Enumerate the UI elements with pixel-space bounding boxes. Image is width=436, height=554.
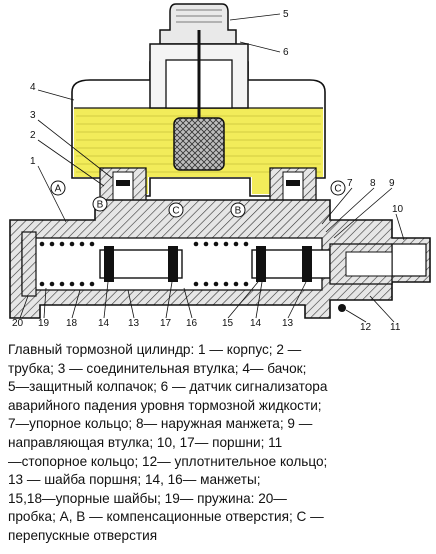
- piston-10: [251, 243, 393, 285]
- callout-18: 18: [66, 318, 78, 329]
- caption-line: 13 — шайба поршня; 14, 16— манжеты;: [8, 472, 261, 488]
- caption-line: 7—упорное кольцо; 8— наружная манжета; 9…: [8, 416, 313, 432]
- callout-5: 5: [283, 9, 289, 20]
- callout-14: 14: [98, 318, 110, 329]
- svg-text:B: B: [97, 200, 104, 211]
- callout-labels: 1 2 3 4 5 6 7 8 9 10 11 12 13 14 15 16 1…: [12, 9, 404, 333]
- caption-line: 5—защитный колпачок; 6 — датчик сигнализ…: [8, 379, 328, 395]
- svg-text:C: C: [334, 184, 341, 195]
- callout-13: 13: [128, 318, 140, 329]
- hole-c-mid: C: [172, 206, 179, 217]
- caption: Главный тормозной цилиндр: 1 — корпус; 2…: [8, 341, 432, 546]
- callout-19: 19: [38, 318, 50, 329]
- piston-17: [99, 246, 183, 282]
- callout-17: 17: [160, 318, 172, 329]
- callout-16: 16: [186, 318, 198, 329]
- callout-15: 15: [222, 318, 234, 329]
- svg-text:C: C: [172, 206, 179, 217]
- callout-labels-extra: 14 13: [250, 318, 294, 329]
- callout-2: 2: [30, 130, 36, 141]
- leader-lines: [19, 13, 405, 323]
- guide-sleeve-bore: [391, 243, 427, 277]
- callout-8: 8: [370, 178, 376, 189]
- plug: [21, 231, 37, 297]
- caption-line: перепускные отверстия: [8, 527, 158, 543]
- level-sensor: [149, 30, 249, 171]
- caption-line: Главный тормозной цилиндр: 1 — корпус; 2…: [8, 342, 302, 357]
- spring-19: [39, 241, 95, 287]
- callout-12: 12: [360, 322, 372, 333]
- hole-c-left: C: [168, 202, 184, 218]
- spring-middle: [193, 241, 249, 287]
- caption-line: трубка; 3 — соединительная втулка; 4— ба…: [8, 360, 307, 376]
- callout-11: 11: [390, 322, 401, 333]
- caption-line: аварийного падения уровня тормозной жидк…: [8, 397, 322, 413]
- caption-line: направляющая втулка; 10, 17— поршни; 11: [8, 434, 283, 450]
- hole-a-left: A: [50, 180, 66, 196]
- hole-b-left: B: [92, 196, 108, 212]
- hole-markers: A B C C B C: [50, 180, 346, 218]
- callout-1: 1: [30, 156, 36, 167]
- caption-line: —стопорное кольцо; 12— уплотнительное ко…: [8, 453, 328, 469]
- springs: [39, 241, 249, 287]
- svg-text:A: A: [55, 184, 62, 195]
- svg-text:B: B: [235, 206, 242, 217]
- svg-text:13: 13: [282, 318, 294, 329]
- caption-line: 15,18—упорные шайбы; 19— пружина: 20—: [8, 490, 287, 506]
- callout-6: 6: [283, 47, 289, 58]
- callout-9: 9: [389, 178, 395, 189]
- callout-3: 3: [30, 110, 36, 121]
- callout-20: 20: [12, 318, 24, 329]
- callout-7: 7: [347, 178, 353, 189]
- callout-4: 4: [30, 82, 36, 93]
- hole-b-right: B: [230, 202, 246, 218]
- hole-c-right: C: [330, 180, 346, 196]
- brake-master-cylinder-diagram: A B C C B C: [9, 3, 431, 333]
- callout-10: 10: [392, 204, 404, 215]
- caption-line: пробка; А, В — компенсационные отверстия…: [8, 509, 324, 525]
- o-ring-12: [338, 304, 346, 312]
- svg-text:14: 14: [250, 318, 262, 329]
